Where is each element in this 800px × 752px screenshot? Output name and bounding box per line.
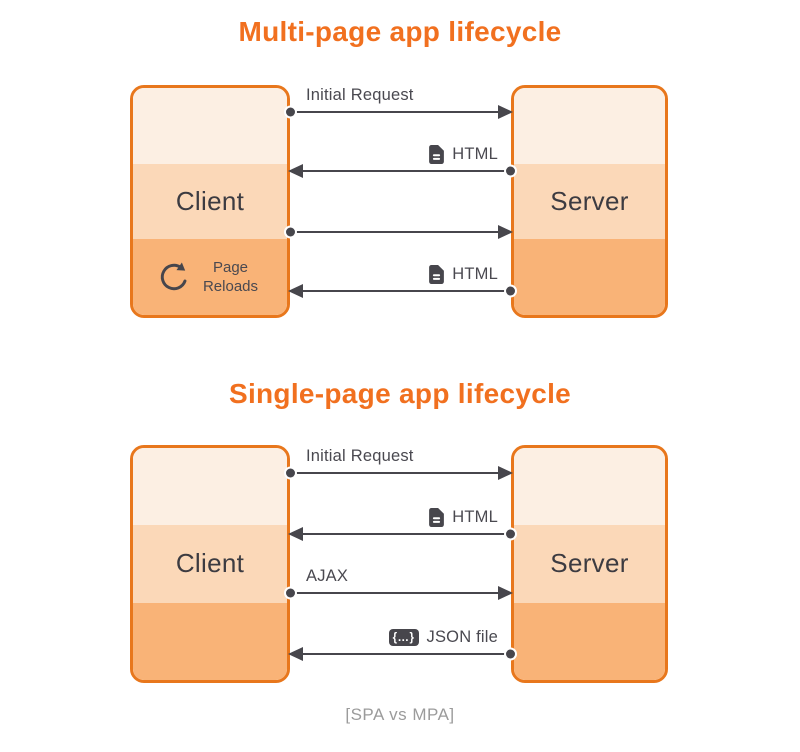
mpa-diagram-title: Multi-page app lifecycle bbox=[238, 16, 562, 47]
arrow-tail-dot bbox=[286, 588, 295, 598]
arrowhead-left-icon bbox=[288, 284, 303, 298]
spa-client-band-top bbox=[133, 448, 287, 526]
mpa-server-band-middle: Server bbox=[514, 163, 665, 240]
arrow-line bbox=[288, 647, 515, 661]
caption: [SPA vs MPA] bbox=[345, 705, 455, 724]
arrow-tail-dot bbox=[286, 468, 295, 478]
arrow-tail-dot bbox=[506, 166, 515, 176]
document-icon bbox=[429, 145, 445, 164]
mpa-server-label: Server bbox=[550, 186, 629, 216]
arrow-label-text: Initial Request bbox=[306, 447, 414, 465]
arrowhead-right-icon bbox=[498, 105, 513, 119]
spa-server-band-middle: Server bbox=[514, 525, 665, 603]
arrow-line bbox=[286, 105, 513, 119]
arrow-tail-dot bbox=[506, 649, 515, 659]
arrow-label: HTML bbox=[429, 508, 498, 527]
arrow-label-text: JSON file bbox=[426, 628, 498, 646]
document-icon bbox=[429, 265, 445, 284]
arrowhead-left-icon bbox=[288, 527, 303, 541]
spa-diagram: Client Server Initial Request bbox=[0, 445, 800, 683]
arrow-label-text: HTML bbox=[452, 508, 498, 526]
arrow-label-text: Initial Request bbox=[306, 86, 414, 104]
arrow-tail-dot bbox=[286, 107, 295, 117]
arrow-label: Initial Request bbox=[306, 86, 414, 105]
mpa-server-band-top bbox=[514, 88, 665, 164]
arrowhead-left-icon bbox=[288, 164, 303, 178]
arrow-label-text: AJAX bbox=[306, 567, 349, 585]
arrow-line bbox=[286, 466, 513, 480]
mpa-client-band-bottom: Page Reloads bbox=[133, 239, 287, 315]
spa-diagram-title: Single-page app lifecycle bbox=[228, 378, 572, 409]
arrowhead-left-icon bbox=[288, 647, 303, 661]
mpa-client-label: Client bbox=[175, 186, 245, 216]
arrowhead-right-icon bbox=[498, 225, 513, 239]
spa-client-band-middle: Client bbox=[133, 525, 287, 603]
spa-server-label: Server bbox=[550, 548, 629, 579]
arrow-label: AJAX bbox=[306, 567, 348, 586]
mpa-client-band-top bbox=[133, 88, 287, 164]
page-reloads-refresh-icon bbox=[158, 261, 190, 293]
spa-client-box: Client bbox=[130, 445, 290, 683]
spa-server-box: Server bbox=[511, 445, 668, 683]
arrow-tail-dot bbox=[286, 227, 295, 237]
arrow-line bbox=[286, 225, 513, 239]
mpa-client-band-middle: Client bbox=[133, 163, 287, 240]
arrow-label: HTML bbox=[429, 145, 498, 164]
arrow-tail-dot bbox=[506, 286, 515, 296]
mpa-server-band-bottom bbox=[514, 239, 665, 315]
arrow-line bbox=[286, 586, 513, 600]
spa-server-band-top bbox=[514, 448, 665, 526]
arrow-line bbox=[288, 164, 515, 178]
mpa-diagram: Client Page Reloads Server bbox=[0, 85, 800, 318]
arrowhead-right-icon bbox=[498, 586, 513, 600]
document-icon bbox=[429, 508, 445, 527]
spa-arrows: Initial Request HTML bbox=[286, 445, 515, 683]
page-reloads-label: Page Reloads bbox=[202, 258, 259, 296]
spa-client-band-bottom bbox=[133, 602, 287, 680]
arrow-label: {…} JSON file bbox=[388, 628, 498, 647]
json-file-icon: {…} bbox=[388, 629, 419, 646]
arrow-line bbox=[288, 527, 515, 541]
arrow-label: HTML bbox=[429, 265, 498, 284]
arrow-label: Initial Request bbox=[306, 447, 414, 466]
spa-client-label: Client bbox=[175, 548, 245, 579]
mpa-client-box: Client Page Reloads bbox=[130, 85, 290, 318]
mpa-server-box: Server bbox=[511, 85, 668, 318]
arrow-line bbox=[288, 284, 515, 298]
arrowhead-right-icon bbox=[498, 466, 513, 480]
spa-server-band-bottom bbox=[514, 602, 665, 680]
arrow-label-text: HTML bbox=[452, 145, 498, 163]
arrow-label-text: HTML bbox=[452, 265, 498, 283]
mpa-arrows: Initial Request HTML bbox=[286, 85, 515, 318]
arrow-tail-dot bbox=[506, 529, 515, 539]
